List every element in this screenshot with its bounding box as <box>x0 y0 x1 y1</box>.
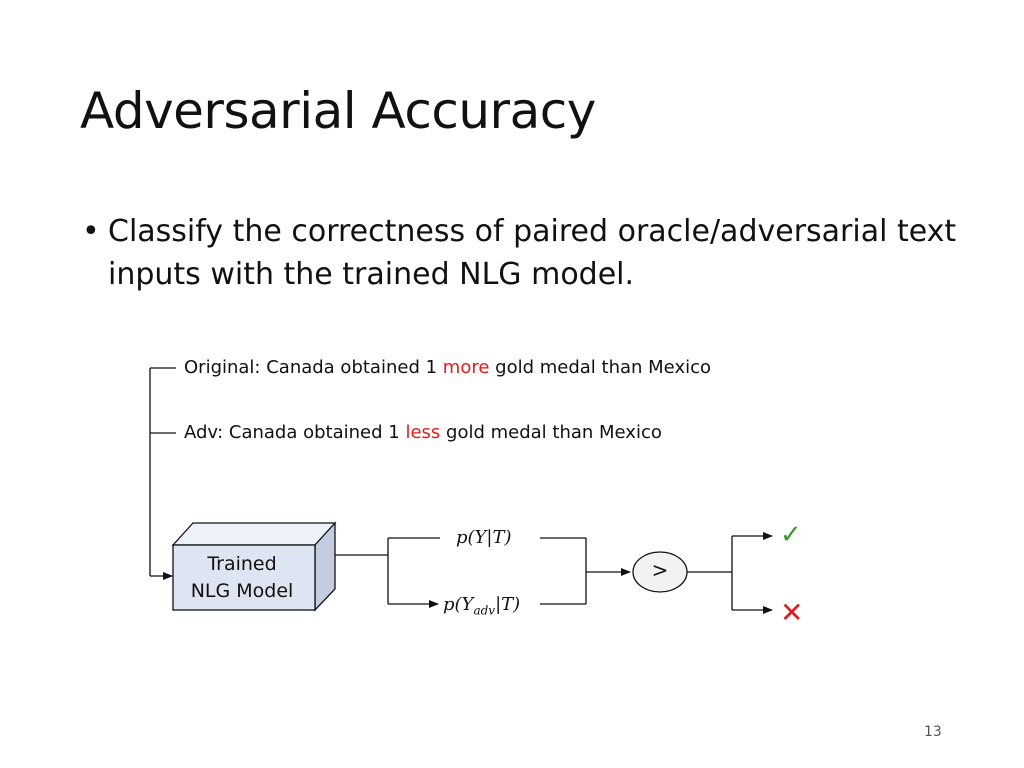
prob-adversarial-label: p(Yadv|T) <box>443 594 520 618</box>
adversarial-suffix: gold medal than Mexico <box>446 422 662 443</box>
bullet-dot: • <box>82 214 100 249</box>
adversarial-prefix: Adv: Canada obtained 1 <box>184 422 400 443</box>
prob-adversarial-subscript: adv <box>473 603 496 618</box>
model-label-line1: Trained <box>207 553 277 575</box>
model-box-top <box>171 522 337 546</box>
original-suffix: gold medal than Mexico <box>495 357 712 378</box>
bullet-item: • Classify the correctness of paired ora… <box>82 210 962 296</box>
model-box-front <box>172 544 316 611</box>
original-sentence: Original: Canada obtained 1 more gold me… <box>184 357 711 378</box>
comparator-symbol: > <box>651 558 669 582</box>
page-title: Adversarial Accuracy <box>80 82 596 140</box>
model-label-line2: NLG Model <box>190 580 294 602</box>
prob-adversarial-close: |T) <box>495 594 521 615</box>
prob-original-label: p(Y|T) <box>456 527 512 548</box>
cross-icon: ✕ <box>780 596 804 629</box>
original-prefix: Original: Canada obtained 1 <box>184 357 438 378</box>
check-icon: ✓ <box>780 520 802 550</box>
page-number: 13 <box>924 724 942 740</box>
prob-adversarial-open: p(Y <box>443 594 474 615</box>
model-label: Trained NLG Model <box>173 551 311 605</box>
original-highlight: more <box>442 357 490 378</box>
adversarial-sentence: Adv: Canada obtained 1 less gold medal t… <box>184 422 662 443</box>
adversarial-highlight: less <box>405 422 441 443</box>
bullet-text: Classify the correctness of paired oracl… <box>108 214 957 292</box>
